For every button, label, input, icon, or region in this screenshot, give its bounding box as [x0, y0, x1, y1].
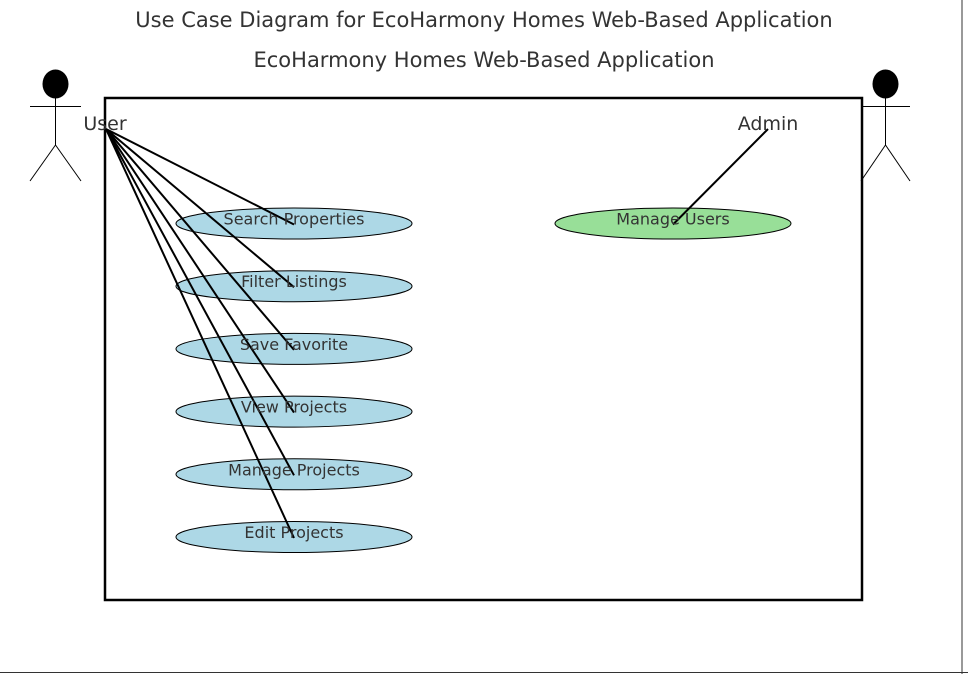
- use-case-label-save-favorite: Save Favorite: [240, 335, 348, 354]
- user-association-filter-listings: [105, 128, 295, 288]
- use-case-label-search-properties: Search Properties: [224, 210, 365, 229]
- user-association-save-favorite: [105, 128, 295, 351]
- user-actor-left-leg: [29, 144, 56, 182]
- use-case-layer: [175, 207, 792, 553]
- use-case-label-manage-users: Manage Users: [616, 210, 729, 229]
- admin-actor-left-leg: [860, 144, 886, 182]
- user-actor-head: [42, 69, 69, 99]
- user-association-edit-projects: [105, 128, 295, 539]
- system-boundary: [103, 96, 864, 602]
- user-association-search-properties: [105, 128, 295, 226]
- use-case-label-manage-projects: Manage Projects: [228, 460, 360, 479]
- admin-actor-head: [872, 69, 899, 99]
- admin-actor-right-leg: [885, 144, 911, 182]
- user-actor-figure: [29, 69, 82, 182]
- admin-actor-figure: [860, 69, 911, 182]
- admin-actor-label: Admin: [738, 113, 799, 135]
- user-actor-label: User: [83, 113, 126, 135]
- user-actor-right-leg: [55, 144, 82, 182]
- system-name: EcoHarmony Homes Web-Based Application: [253, 48, 714, 72]
- user-association-view-projects: [105, 128, 295, 414]
- admin-association-manage-users: [672, 128, 769, 226]
- use-case-label-view-projects: View Projects: [241, 398, 347, 417]
- use-case-label-edit-projects: Edit Projects: [244, 523, 343, 542]
- diagram-title: Use Case Diagram for EcoHarmony Homes We…: [135, 8, 832, 32]
- use-case-label-filter-listings: Filter Listings: [241, 272, 347, 291]
- association-layer: [105, 128, 769, 539]
- user-association-manage-projects: [105, 128, 295, 476]
